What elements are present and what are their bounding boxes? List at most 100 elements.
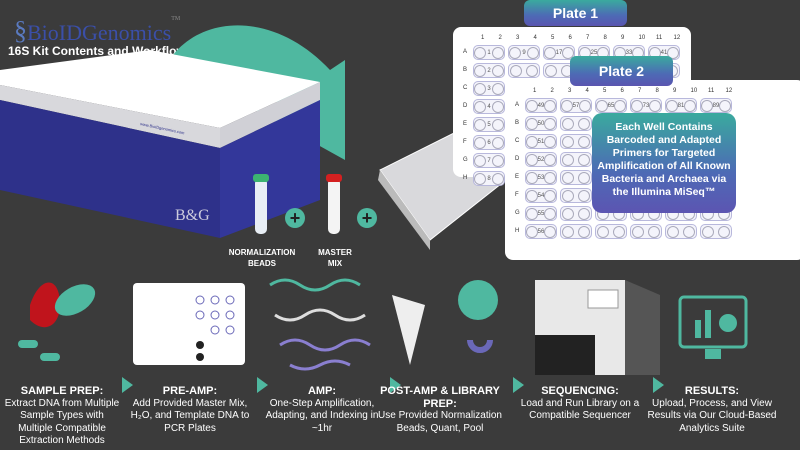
workflow-step: POST-AMP & LIBRARY PREP:Use Provided Nor… [375,385,505,435]
well-pair: 65 [595,98,627,113]
arrow-right-icon [653,377,664,393]
workflow-step: SAMPLE PREP:Extract DNA from Multiple Sa… [3,385,121,448]
well-pair: 50 [525,116,557,131]
well-pair [560,116,592,131]
row-label: H [463,175,468,181]
column-label: 3 [568,88,572,94]
workflow-icons [18,278,748,375]
column-label: 11 [708,88,715,94]
column-label: 7 [638,88,642,94]
logo-text: BioIDGenomics [27,20,172,45]
row-label: F [463,139,467,145]
column-label: 12 [725,88,733,94]
step-description: One-Step Amplification, Adapting, and In… [265,397,379,434]
bacteria-icon [18,282,96,361]
column-label: 3 [516,35,520,41]
arrow-right-icon [257,377,268,393]
well-pair: 56 [525,224,557,239]
well-pair: 55 [525,206,557,221]
workflow-step: AMP:One-Step Amplification, Adapting, an… [260,385,384,435]
plate-icon [133,283,245,365]
box-top [0,50,320,128]
plus-icon: + [285,208,305,228]
step-description: Extract DNA from Multiple Sample Types w… [4,397,120,447]
column-label: 10 [690,88,698,94]
box-monogram: B&G [175,207,210,224]
column-label: 5 [603,88,607,94]
dna-icon [269,278,371,371]
column-label: 5 [551,35,555,41]
arrow-right-icon [122,377,133,393]
step-title: AMP: [307,385,337,397]
step-title: SAMPLE PREP: [20,385,104,397]
column-label: 11 [656,35,663,41]
dna-logo-icon: § [14,16,27,45]
well-pair: 7 [473,153,505,168]
arrow-right-icon [390,377,401,393]
well-pair: 54 [525,188,557,203]
column-label: 1 [533,88,537,94]
well-pair: 53 [525,170,557,185]
well-pair [700,224,732,239]
tube-magnet-icon [392,280,498,365]
step-title: RESULTS: [684,385,740,397]
step-title: POST-AMP & LIBRARY PREP: [380,385,500,410]
well-pair: 5 [473,117,505,132]
row-label: F [515,192,519,198]
well-pair [560,206,592,221]
column-label: 6 [620,88,624,94]
row-label: C [515,138,520,144]
step-description: Load and Run Library on a Compatible Seq… [520,397,640,422]
well-pair [560,188,592,203]
column-label: 1 [481,35,485,41]
well-pair: 3 [473,81,505,96]
step-description: Add Provided Master Mix, H₂O, and Templa… [130,397,250,434]
well-pair [665,224,697,239]
step-description: Use Provided Normalization Beads, Quant,… [378,410,502,434]
step-title: SEQUENCING: [541,385,619,397]
well-pair: 49 [525,98,557,113]
well-pair: 6 [473,135,505,150]
well-pair [560,224,592,239]
well-pair: 89 [700,98,732,113]
trademark: TM [171,16,181,22]
column-label: 12 [673,35,681,41]
column-label: 4 [533,35,537,41]
logo: § BioIDGenomics TM [14,16,180,46]
box-front [0,100,220,238]
cloud-analytics-icon [678,295,748,359]
workflow-step: RESULTS:Upload, Process, and View Result… [644,385,780,435]
row-label: A [515,102,520,108]
well-pair: 9 [508,45,540,60]
row-label: E [463,121,468,127]
normalization-beads-tube [255,178,267,234]
well-pair [508,63,540,78]
well-pair: 2 [473,63,505,78]
workflow-step: SEQUENCING:Load and Run Library on a Com… [515,385,645,423]
well-pair [630,224,662,239]
well-pair [560,152,592,167]
tube-cap-green [253,174,269,182]
box-side-band [0,85,220,148]
sequencer-icon [535,280,660,375]
workflow-step: PRE-AMP:Add Provided Master Mix, H₂O, an… [125,385,255,435]
tube-cap-red [326,174,342,182]
column-label: 8 [655,88,659,94]
row-label: B [463,67,468,73]
column-label: 6 [568,35,572,41]
arrow-right-icon [513,377,524,393]
row-label: D [463,103,468,109]
column-label: 2 [550,88,554,94]
row-label: E [515,174,520,180]
info-box: Each Well Contains Barcoded and Adapted … [592,113,736,213]
well-pair: 73 [630,98,662,113]
well-pair: 17 [543,45,575,60]
row-label: G [515,210,520,216]
column-label: 8 [603,35,607,41]
row-label: A [463,49,468,55]
column-label: 10 [638,35,646,41]
master-mix-tube [328,178,340,234]
well-pair [560,134,592,149]
